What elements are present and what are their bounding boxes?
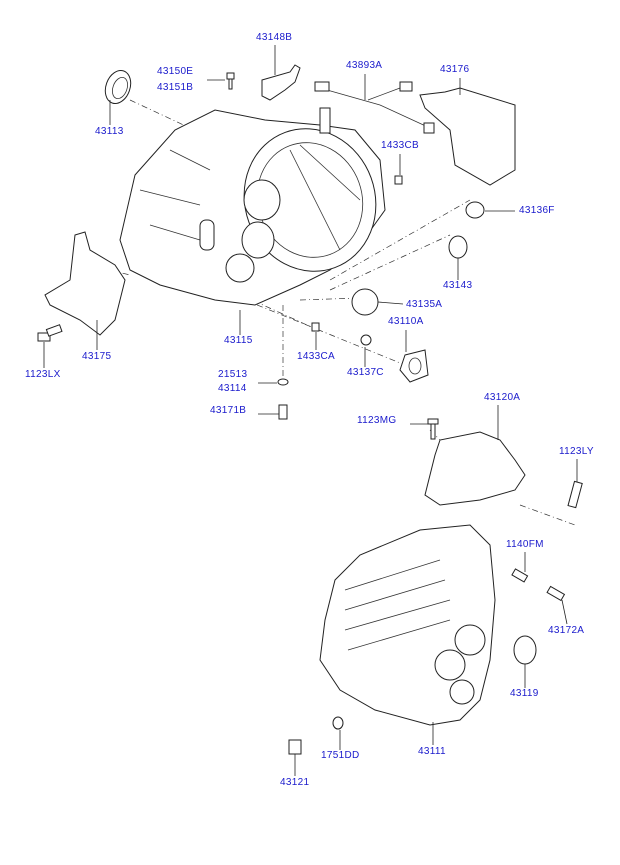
oil-seal-43113	[104, 70, 132, 104]
part-label-21513[interactable]: 21513	[218, 369, 248, 380]
washer-43114	[277, 378, 289, 386]
bracket-43176	[419, 87, 516, 186]
bolt-1123MG	[427, 418, 439, 440]
part-label-1123LX[interactable]: 1123LX	[25, 369, 61, 380]
wire-harness-43893A	[314, 81, 435, 134]
bolt-1140FM	[511, 568, 529, 583]
part-label-43172A[interactable]: 43172A	[548, 625, 585, 636]
bracket-43175	[44, 231, 126, 336]
part-label-1433CA[interactable]: 1433CA	[297, 351, 335, 362]
part-label-43136F[interactable]: 43136F	[519, 205, 555, 216]
part-label-43111[interactable]: 43111	[418, 746, 446, 757]
part-label-43121[interactable]: 43121	[280, 777, 310, 788]
part-label-43143[interactable]: 43143	[443, 280, 473, 291]
bolt-1123LY	[567, 480, 583, 509]
part-label-1123LY[interactable]: 1123LY	[559, 446, 594, 457]
seal-43143	[448, 235, 468, 259]
part-label-43119[interactable]: 43119	[510, 688, 539, 699]
part-label-43148B[interactable]: 43148B	[256, 32, 293, 43]
part-label-1751DD[interactable]: 1751DD	[321, 750, 360, 761]
part-label-43150E[interactable]: 43150E	[157, 66, 194, 77]
plug-43171B	[278, 404, 288, 420]
transmission-case-upper	[119, 107, 386, 306]
bracket-43120A	[424, 431, 526, 506]
seal-43119	[513, 635, 537, 665]
part-label-43171B[interactable]: 43171B	[210, 405, 247, 416]
pin-1433CA	[311, 322, 320, 332]
bolt-43150E	[226, 72, 235, 90]
bolt-1123LX	[37, 324, 63, 342]
pin-1433CB	[394, 175, 403, 185]
part-label-43110A[interactable]: 43110A	[388, 316, 424, 327]
assembly-lines	[109, 99, 576, 526]
part-label-1433CB[interactable]: 1433CB	[381, 140, 419, 151]
part-label-43135A[interactable]: 43135A	[406, 299, 443, 310]
part-label-43114[interactable]: 43114	[218, 383, 247, 394]
transmission-case-lower	[319, 524, 496, 726]
part-label-43893A[interactable]: 43893A	[346, 60, 383, 71]
washer-1751DD	[332, 716, 344, 730]
shim-43136F	[465, 201, 485, 219]
part-label-43151B[interactable]: 43151B	[157, 82, 194, 93]
part-label-1140FM[interactable]: 1140FM	[506, 539, 544, 550]
part-label-43115[interactable]: 43115	[224, 335, 253, 346]
part-label-43120A[interactable]: 43120A	[484, 392, 521, 403]
clip-43137C	[360, 334, 372, 346]
part-label-1123MG[interactable]: 1123MG	[357, 415, 397, 426]
part-label-43176[interactable]: 43176	[440, 64, 470, 75]
part-label-43137C[interactable]: 43137C	[347, 367, 384, 378]
actuator-43110A	[399, 349, 429, 383]
shim-43135A	[351, 288, 379, 316]
leader-lines	[43, 45, 578, 776]
part-label-43175[interactable]: 43175	[82, 351, 112, 362]
bracket-43148B	[261, 64, 301, 101]
bolt-43172A	[546, 585, 566, 602]
part-label-43113[interactable]: 43113	[95, 126, 124, 137]
plug-43121	[288, 739, 302, 755]
